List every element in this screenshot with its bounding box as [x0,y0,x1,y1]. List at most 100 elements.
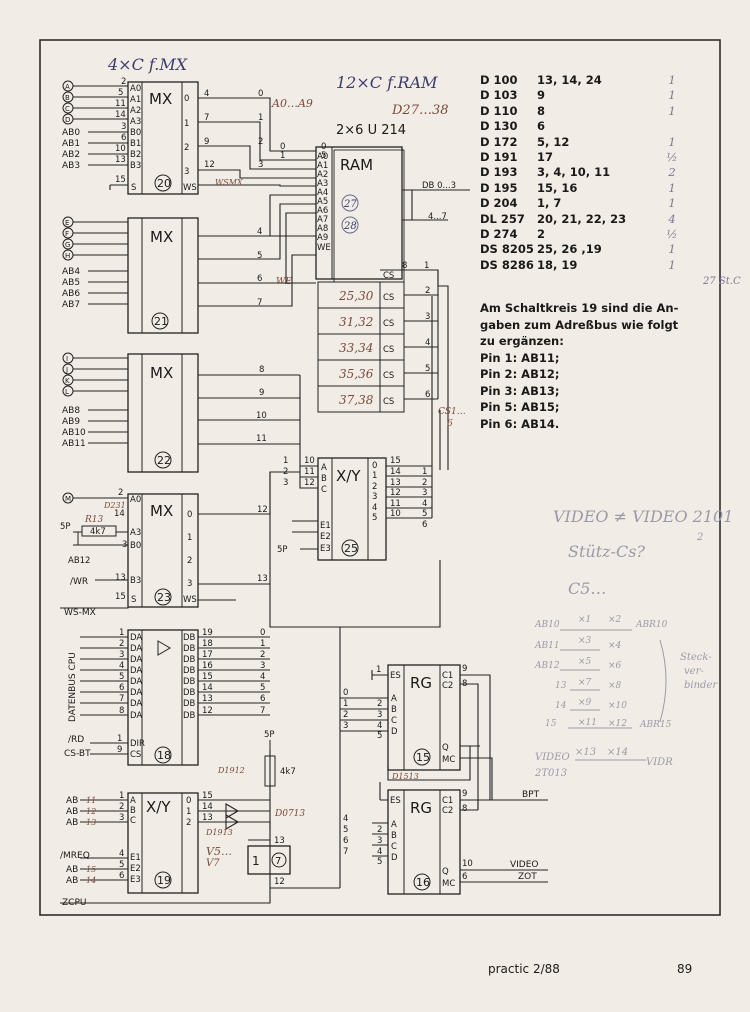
svg-text:J: J [65,366,68,374]
svg-text:25: 25 [344,542,358,555]
svg-text:6: 6 [121,133,126,143]
svg-text:0: 0 [372,461,377,471]
svg-text:D: D [65,116,70,124]
svg-text:DA: DA [130,688,142,698]
svg-text:CS: CS [383,371,394,381]
svg-text:C: C [65,105,70,113]
svg-text:2: 2 [187,556,192,566]
svg-text:B: B [321,474,327,484]
svg-text:35,36: 35,36 [339,367,374,381]
svg-text:WE: WE [317,243,331,253]
svg-text:5: 5 [321,151,326,161]
svg-text:15: 15 [115,592,126,602]
frame [39,39,721,916]
svg-text:7: 7 [119,694,124,704]
svg-text:4: 4 [343,814,348,824]
svg-text:A3: A3 [317,179,328,189]
svg-text:×6: ×6 [608,661,622,671]
svg-text:A0: A0 [130,495,141,505]
svg-text:7: 7 [204,113,209,123]
svg-text:13: 13 [115,573,126,583]
d-range-note: D27…38 [391,103,449,118]
svg-text:A: A [130,796,136,806]
svg-text:G: G [65,241,70,249]
input-a: A [62,80,74,92]
svg-text:10: 10 [390,509,401,519]
input-k: K [62,374,74,386]
svg-text:11: 11 [304,467,315,477]
svg-text:4: 4 [422,499,427,509]
svg-text:B2: B2 [130,150,141,160]
svg-text:AB12: AB12 [68,556,90,566]
svg-text:AB11: AB11 [62,439,86,449]
svg-text:M: M [65,495,71,503]
svg-text:6: 6 [119,871,124,881]
d1513-note: D1513 [391,772,419,781]
svg-text:12: 12 [257,505,268,515]
svg-text:C1: C1 [442,671,453,681]
svg-text:MX: MX [150,502,173,520]
part-count-note: 1 [668,73,676,87]
svg-text:10: 10 [304,456,315,466]
svg-text:11: 11 [115,99,126,109]
svg-text:A9: A9 [317,233,328,243]
svg-text:5: 5 [425,364,430,374]
svg-text:E2: E2 [320,532,331,542]
svg-text:A7: A7 [317,215,328,225]
svg-text:8: 8 [462,679,467,689]
svg-text:4k7: 4k7 [280,767,296,777]
svg-text:1: 1 [184,119,189,129]
svg-text:2: 2 [121,77,126,87]
svg-text:×14: ×14 [607,747,628,758]
page-number: 89 [677,962,693,976]
part-count-note: 4 [668,211,676,226]
part-type: D 204 [480,196,518,211]
svg-text:4: 4 [425,338,430,348]
svg-text:MC: MC [442,755,455,765]
svg-text:4: 4 [119,661,124,671]
svg-text:27: 27 [343,199,357,210]
svg-text:×13: ×13 [575,747,596,758]
part-type: D 103 [480,88,518,103]
svg-text:1: 1 [343,699,348,709]
svg-text:8: 8 [259,365,264,375]
svg-text:DIR: DIR [130,739,145,749]
svg-text:1: 1 [424,261,429,271]
svg-text:3: 3 [184,167,189,177]
part-positions: 13, 14, 24 [537,73,602,87]
databus-label: DATENBUS CPU [68,652,78,722]
svg-text:37,38: 37,38 [339,393,374,407]
svg-text:25,30: 25,30 [338,289,374,303]
svg-text:MC: MC [442,879,455,889]
svg-text:5P: 5P [60,522,71,532]
svg-text:5: 5 [260,683,265,693]
svg-text:15: 15 [545,719,557,729]
svg-text:A2: A2 [317,170,328,180]
svg-text:DB: DB [183,633,196,643]
note-line: Pin 3: AB13; [480,383,560,398]
svg-text:14: 14 [202,802,213,812]
svg-text:2: 2 [260,650,265,660]
svg-text:F: F [65,230,69,238]
svg-text:E3: E3 [320,544,331,554]
svg-text:5: 5 [377,731,382,741]
svg-text:MX: MX [149,90,172,108]
input-d: D [62,113,74,125]
svg-text:31,32: 31,32 [339,315,373,329]
svg-text:Q: Q [442,743,449,753]
svg-text:DA: DA [130,666,142,676]
svg-text:1: 1 [186,807,191,817]
svg-text:5P: 5P [264,730,275,740]
part-type: D 195 [480,180,518,195]
svg-text:A0: A0 [317,152,328,162]
svg-text:WS: WS [183,595,197,605]
